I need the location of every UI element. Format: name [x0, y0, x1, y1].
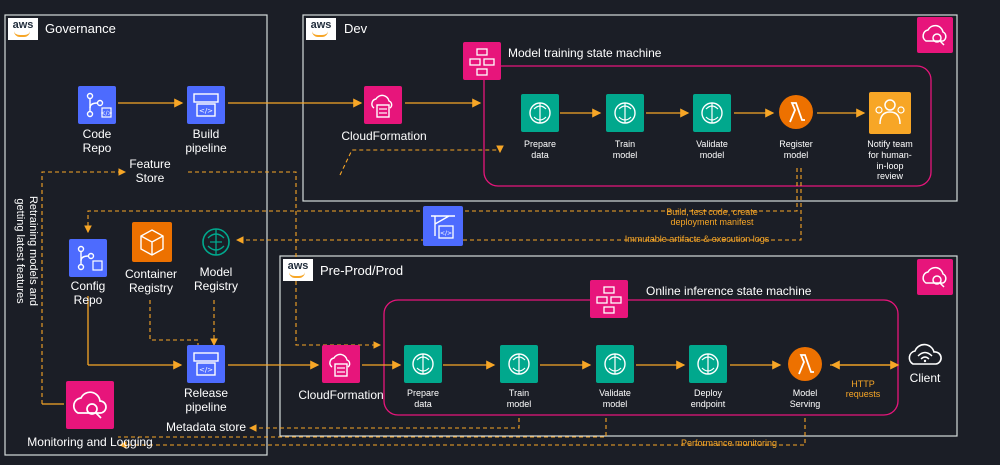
prod-validate-model-label: Validate model	[599, 388, 631, 409]
model-serving-label: Model Serving	[789, 388, 821, 409]
dev-train-model-icon	[606, 94, 644, 132]
svg-text:</>: </>	[199, 107, 213, 115]
artifacts-label: Immutable artifacts & execution logs	[624, 234, 770, 244]
arrow-cf-to-statemachine-dashed	[339, 145, 504, 176]
solid-connectors	[42, 98, 900, 405]
aws-logo-governance: aws	[8, 18, 38, 40]
build-pipeline-icon: </>	[187, 86, 225, 124]
dev-validate-model-label: Validate model	[696, 139, 728, 160]
arrow-perf-monitoring	[118, 418, 806, 449]
dev-prepare-data-icon	[521, 94, 559, 132]
prod-prepare-data-icon	[404, 345, 442, 383]
arrow-container-release	[149, 300, 199, 345]
training-state-machine-title: Model training state machine	[508, 46, 662, 60]
model-registry-icon	[196, 222, 236, 262]
governance-title: Governance	[45, 21, 116, 36]
performance-monitoring-label: Performance monitoring	[680, 438, 778, 448]
dev-prepare-data-label: Prepare data	[523, 139, 557, 160]
prod-deploy-endpoint-label: Deploy endpoint	[690, 388, 726, 409]
http-requests-label: HTTP requests	[845, 379, 881, 400]
svg-text:</>: </>	[440, 230, 452, 237]
notify-team-label: Notify team for human- in-loop review	[867, 139, 913, 182]
inference-state-machine-title: Online inference state machine	[646, 284, 812, 298]
arrow-register-artifacts	[235, 168, 802, 244]
training-state-machine-border	[483, 65, 932, 187]
model-registry-label: Model Registry	[193, 265, 238, 293]
prod-validate-model-icon	[596, 345, 634, 383]
aws-logo-dev: aws	[306, 18, 336, 40]
arrow-serving-metadata	[248, 418, 520, 432]
client-label: Client	[909, 371, 941, 385]
config-repo-label: Config Repo	[70, 279, 106, 307]
model-serving-icon	[785, 344, 825, 384]
arrow-release-monitoring	[118, 418, 607, 438]
notify-team-icon	[869, 92, 911, 134]
inference-state-machine-icon	[590, 280, 628, 318]
svg-text:</>: </>	[100, 110, 112, 117]
prod-title: Pre-Prod/Prod	[320, 263, 404, 278]
monitoring-logging-label: Monitoring and Logging	[27, 435, 153, 449]
dev-validate-model-icon	[693, 94, 731, 132]
release-pipeline-icon: </>	[187, 345, 225, 383]
code-repo-label: Code Repo	[82, 127, 112, 155]
dev-title: Dev	[344, 21, 368, 36]
feature-store-label: Feature Store	[129, 157, 171, 185]
dev-cloudformation-label: CloudFormation	[341, 129, 427, 143]
codebuild-icon: </>	[423, 206, 463, 246]
dev-cloudformation-icon	[364, 86, 402, 124]
inference-state-machine-border	[383, 299, 899, 416]
aws-logo-prod: aws	[283, 259, 313, 281]
arrow-register-buildtest	[84, 168, 798, 234]
code-repo-icon: </>	[78, 86, 116, 124]
metadata-store-label: Metadata store	[165, 420, 247, 434]
governance-group-border	[4, 14, 268, 456]
training-state-machine-icon	[463, 42, 501, 80]
dev-register-model-icon	[776, 92, 816, 132]
dev-train-model-label: Train model	[612, 139, 638, 160]
arrow-retrain-loop	[41, 168, 127, 404]
prod-train-model-icon	[500, 345, 538, 383]
prod-train-model-label: Train model	[506, 388, 532, 409]
prod-cloudformation-label: CloudFormation	[298, 388, 384, 402]
release-pipeline-label: Release pipeline	[183, 386, 229, 414]
prod-prepare-data-label: Prepare data	[406, 388, 440, 409]
dev-group-border	[302, 14, 958, 202]
monitoring-logging-icon	[66, 381, 114, 429]
prod-deploy-endpoint-icon	[689, 345, 727, 383]
prod-cloudformation-icon	[322, 345, 360, 383]
dev-register-model-label: Register model	[779, 139, 813, 160]
dev-monitoring-icon	[917, 17, 953, 53]
client-icon	[903, 338, 947, 368]
config-repo-icon	[69, 239, 107, 277]
retraining-label: Retraining models and getting latest fea…	[13, 195, 39, 307]
build-test-label: Build, test code, create deployment mani…	[666, 207, 758, 228]
prod-group-border	[279, 255, 958, 437]
container-registry-label: Container Registry	[124, 267, 178, 295]
build-pipeline-label: Build pipeline	[185, 127, 227, 155]
prod-monitoring-icon	[917, 259, 953, 295]
svg-text:</>: </>	[199, 366, 213, 374]
container-registry-icon	[132, 222, 172, 262]
